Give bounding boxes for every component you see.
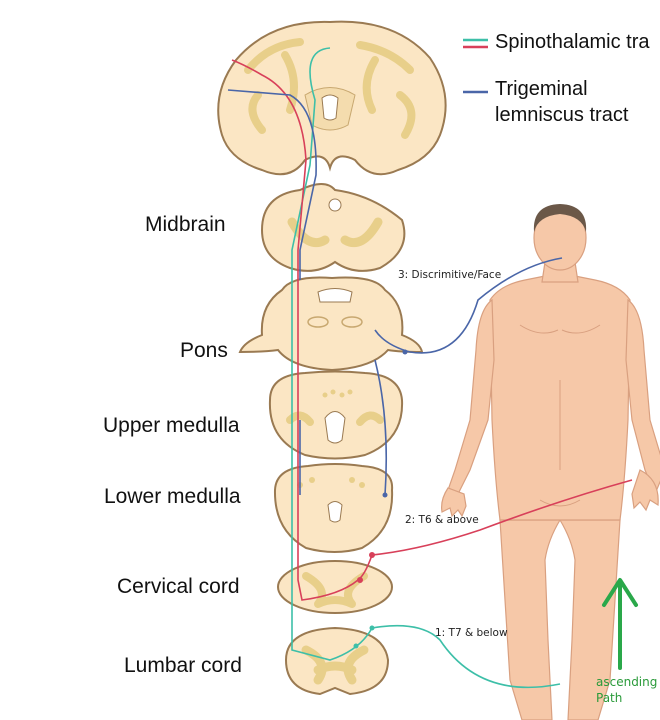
- annotation-line2: Path: [596, 691, 623, 705]
- human-figure: [441, 205, 660, 720]
- pons-section: [238, 276, 424, 372]
- tract-markers: [353, 349, 408, 649]
- lumbar-cord-section: [284, 626, 390, 696]
- legend-spinothalamic-swatch: [463, 38, 488, 49]
- upper-medulla-section: [268, 370, 404, 460]
- hair: [533, 204, 587, 232]
- lower-medulla-section: [273, 463, 394, 553]
- label-pons: Pons: [180, 339, 228, 362]
- legend-trigeminal-label-line1: Trigeminal: [495, 78, 588, 100]
- ascending-arrow-icon: [602, 578, 638, 670]
- label-lower-medulla: Lower medulla: [104, 485, 241, 508]
- midbrain-section: [260, 183, 406, 272]
- body-contours: [519, 324, 601, 507]
- pathway-label-face: 3: Discrimitive/Face: [398, 269, 502, 281]
- label-upper-medulla: Upper medulla: [103, 414, 240, 437]
- pathway-label-upper: 2: T6 & above: [405, 514, 479, 526]
- label-cervical-cord: Cervical cord: [117, 575, 240, 598]
- label-midbrain: Midbrain: [145, 213, 226, 236]
- cervical-cord-section: [277, 560, 393, 614]
- label-lumbar-cord: Lumbar cord: [124, 654, 242, 677]
- brain-coronal-section: [217, 20, 447, 176]
- pathway-label-lower: 1: T7 & below: [435, 627, 508, 639]
- trigeminal-tract-blue: [227, 89, 563, 496]
- annotation-line1: ascending: [596, 675, 658, 689]
- legend-spinothalamic-label: Spinothalamic tra: [495, 31, 650, 53]
- legend-trigeminal-label-line2: lemniscus tract: [495, 104, 629, 126]
